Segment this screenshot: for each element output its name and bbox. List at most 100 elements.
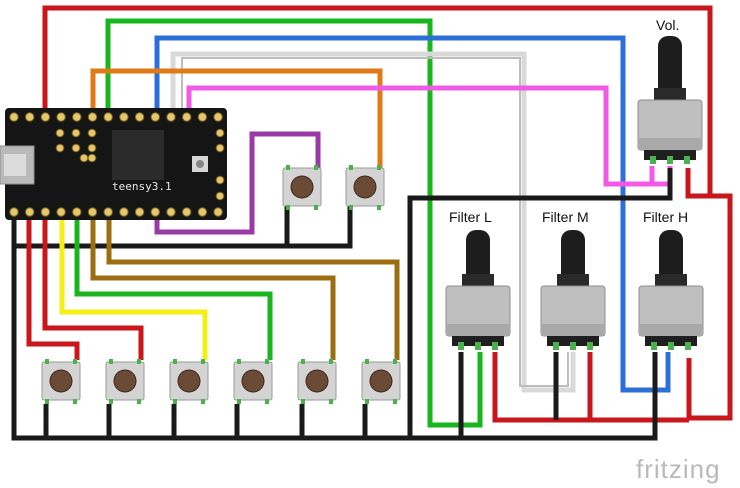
button-leg bbox=[365, 399, 369, 404]
button-leg bbox=[201, 359, 205, 364]
button-leg bbox=[377, 205, 381, 210]
pot-leg bbox=[458, 342, 464, 350]
button-cap bbox=[241, 369, 265, 393]
header-pin bbox=[182, 207, 192, 217]
header-pin bbox=[103, 207, 113, 217]
button-leg bbox=[377, 165, 381, 170]
header-pin bbox=[197, 207, 208, 217]
header-pin bbox=[87, 143, 97, 153]
wire-red-power-2 bbox=[686, 193, 733, 421]
button-leg bbox=[73, 359, 77, 364]
header-pin bbox=[150, 112, 161, 122]
pot-leg bbox=[587, 342, 593, 350]
button-cap bbox=[290, 175, 314, 199]
potentiometer-volume bbox=[637, 36, 703, 164]
header-pin bbox=[213, 207, 223, 217]
header-pin bbox=[87, 153, 97, 163]
header-pins-top bbox=[9, 112, 223, 122]
pushbutton-bottom-3 bbox=[169, 359, 209, 404]
header-pin bbox=[40, 112, 51, 122]
button-leg bbox=[265, 399, 269, 404]
button-leg bbox=[314, 205, 318, 210]
wire-black-ground-top bbox=[14, 204, 353, 249]
button-leg bbox=[393, 359, 397, 364]
pushbutton-bottom-6 bbox=[361, 359, 401, 404]
button-leg bbox=[329, 399, 333, 404]
header-pin bbox=[215, 175, 225, 185]
pot-leg bbox=[651, 342, 657, 350]
label-filter-low: Filter L bbox=[449, 209, 492, 225]
fritzing-watermark: fritzing bbox=[636, 454, 721, 484]
button-cap bbox=[305, 369, 329, 393]
wire-black-ground-left bbox=[11, 214, 658, 441]
header-pin bbox=[25, 112, 35, 122]
button-leg bbox=[265, 359, 269, 364]
pushbutton-bottom-2 bbox=[105, 359, 145, 404]
pot-leg bbox=[492, 342, 498, 350]
header-pin bbox=[55, 128, 65, 138]
button-leg bbox=[329, 359, 333, 364]
button-leg bbox=[349, 205, 353, 210]
pushbutton-bottom-4 bbox=[233, 359, 273, 404]
button-leg bbox=[73, 399, 77, 404]
pot-base bbox=[645, 336, 697, 346]
button-cap bbox=[177, 369, 201, 393]
pot-leg bbox=[475, 342, 481, 350]
reset-button-cap bbox=[196, 160, 204, 168]
label-filter-high: Filter H bbox=[643, 209, 688, 225]
pot-base bbox=[547, 336, 599, 346]
wire-red-btn-1 bbox=[26, 214, 80, 360]
header-pin bbox=[134, 112, 145, 122]
button-leg bbox=[173, 399, 177, 404]
wire-green-bottom bbox=[74, 214, 273, 360]
potentiometer-filter-high bbox=[638, 230, 704, 350]
button-leg bbox=[365, 359, 369, 364]
header-pin bbox=[56, 207, 66, 217]
wire-red-power bbox=[42, 5, 713, 199]
wire-purple bbox=[154, 131, 321, 235]
wire-brown-1 bbox=[90, 214, 336, 360]
header-pin bbox=[215, 143, 225, 153]
pushbutton-top-2 bbox=[345, 165, 385, 210]
pot-leg bbox=[668, 342, 674, 350]
header-pin bbox=[119, 207, 129, 217]
header-pin bbox=[166, 112, 176, 122]
header-pins-side bbox=[55, 128, 225, 201]
wires bbox=[11, 5, 733, 441]
button-leg bbox=[109, 359, 113, 364]
teensy-board: teensy3.1 bbox=[0, 108, 227, 220]
header-pin bbox=[55, 143, 65, 153]
header-pin bbox=[87, 112, 98, 122]
button-leg bbox=[286, 165, 290, 170]
wire-orange bbox=[90, 68, 383, 170]
header-pin bbox=[72, 112, 82, 122]
button-leg bbox=[286, 205, 290, 210]
pot-leg bbox=[667, 156, 673, 164]
header-pin bbox=[56, 112, 66, 122]
header-pin bbox=[40, 207, 51, 217]
button-leg bbox=[45, 399, 49, 404]
button-leg bbox=[201, 399, 205, 404]
header-pin bbox=[87, 207, 98, 217]
header-pin bbox=[87, 128, 97, 138]
pushbutton-bottom-5 bbox=[297, 359, 337, 404]
wire-blue bbox=[154, 35, 671, 393]
header-pin bbox=[197, 112, 208, 122]
header-pin bbox=[119, 112, 129, 122]
header-pin bbox=[182, 112, 192, 122]
header-pin bbox=[25, 207, 35, 217]
header-pin bbox=[134, 207, 145, 217]
pot-leg bbox=[553, 342, 559, 350]
button-leg bbox=[301, 399, 305, 404]
pot-leg bbox=[684, 156, 690, 164]
pot-base bbox=[452, 336, 504, 346]
header-pin bbox=[9, 207, 19, 217]
button-leg bbox=[137, 399, 141, 404]
wire-white-inner bbox=[181, 57, 569, 387]
button-leg bbox=[237, 359, 241, 364]
wire-magenta-2 bbox=[606, 166, 673, 187]
wire-black-vol bbox=[407, 168, 673, 438]
wire-white bbox=[170, 51, 576, 393]
potentiometer-filter-low bbox=[445, 230, 511, 350]
header-pin bbox=[215, 128, 225, 138]
